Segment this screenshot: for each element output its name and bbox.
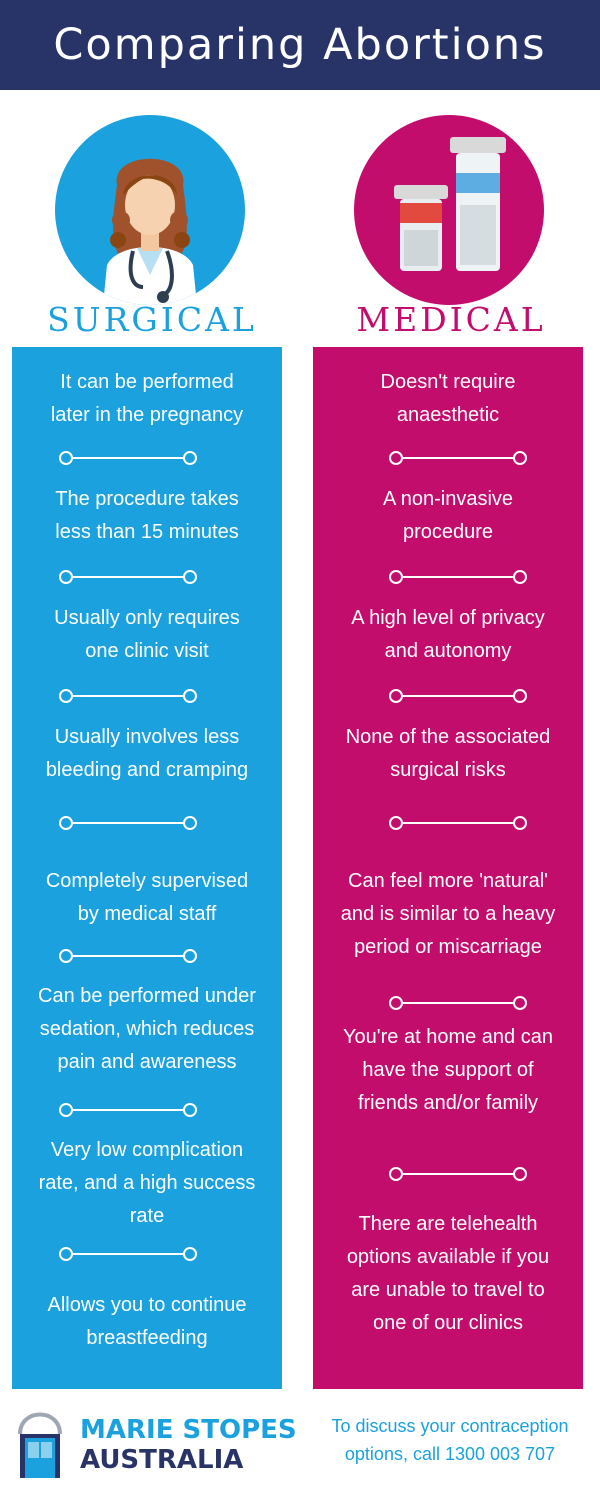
contact-line1: To discuss your contraception	[331, 1416, 569, 1436]
surgical-item: Completely supervised by medical staff	[12, 865, 282, 931]
surgical-item-line: later in the pregnancy	[50, 404, 244, 426]
surgical-item-line: Usually involves less	[54, 726, 240, 748]
surgical-item-line: Completely supervised	[45, 870, 249, 892]
medical-item-line: options available if you	[346, 1246, 550, 1268]
surgical-item: Usually involves less bleeding and crampi…	[12, 721, 282, 787]
divider-icon	[389, 816, 527, 830]
divider-icon	[389, 570, 527, 584]
surgical-item-line: rate, and a high success	[38, 1172, 256, 1194]
medical-item-line: Doesn't require	[380, 371, 516, 393]
brand-line1: MARIE STOPES	[80, 1415, 297, 1445]
divider-icon	[59, 816, 197, 830]
contact-line2: options, call 1300 003 707	[344, 1444, 556, 1464]
doctor-icon	[55, 115, 245, 305]
medical-item-line: and autonomy	[384, 640, 512, 662]
surgical-item: Very low complication rate, and a high su…	[12, 1134, 282, 1233]
surgical-item-line: Very low complication	[50, 1139, 244, 1161]
medical-item-line: period or miscarriage	[354, 936, 542, 958]
medical-item-line: anaesthetic	[396, 404, 500, 426]
brand-line2: AUSTRALIA	[80, 1445, 244, 1475]
brand-name: MARIE STOPES AUSTRALIA	[80, 1415, 297, 1475]
medical-item-line: Can feel more 'natural'	[348, 870, 548, 892]
surgical-item-line: breastfeeding	[86, 1327, 208, 1349]
divider-icon	[59, 1247, 197, 1261]
divider-icon	[59, 1103, 197, 1117]
surgical-title: SURGICAL	[47, 300, 257, 339]
divider-icon	[389, 1167, 527, 1181]
divider-icon	[389, 689, 527, 703]
pill-bottles-icon	[354, 115, 544, 305]
medical-item-line: one of our clinics	[372, 1312, 524, 1334]
surgical-item-line: Usually only requires	[54, 607, 240, 629]
medical-item-line: There are telehealth	[358, 1213, 538, 1235]
divider-icon	[59, 451, 197, 465]
surgical-item: Usually only requires one clinic visit	[12, 602, 282, 668]
medical-item-line: procedure	[402, 521, 494, 543]
medical-item: There are telehealth options available if…	[313, 1208, 583, 1340]
surgical-item-line: bleeding and cramping	[45, 759, 249, 781]
medical-item: Can feel more 'natural' and is similar to…	[313, 865, 583, 964]
surgical-item-line: The procedure takes	[55, 488, 239, 510]
contact-text: To discuss your contraception options, c…	[305, 1412, 595, 1468]
surgical-item-line: one clinic visit	[85, 640, 209, 662]
surgical-item-line: by medical staff	[77, 903, 217, 925]
medical-item-line: A non-invasive	[382, 488, 514, 510]
medical-item-line: You're at home and can	[343, 1026, 553, 1048]
divider-icon	[389, 451, 527, 465]
divider-icon	[59, 570, 197, 584]
surgical-item-line: rate	[129, 1205, 165, 1227]
surgical-item-line: Allows you to continue	[47, 1294, 247, 1316]
surgical-item-line: sedation, which reduces	[39, 1018, 255, 1040]
surgical-item: Can be performed under sedation, which re…	[12, 980, 282, 1079]
medical-item-line: A high level of privacy	[351, 607, 545, 629]
divider-icon	[59, 949, 197, 963]
medical-panel: Doesn't require anaesthetic A non-invasive…	[313, 347, 583, 1389]
surgical-item-line: less than 15 minutes	[55, 521, 239, 543]
surgical-item-line: It can be performed	[60, 371, 234, 393]
medical-item-line: friends and/or family	[357, 1092, 539, 1114]
surgical-panel: It can be performed later in the pregnanc…	[12, 347, 282, 1389]
medical-item-line: and is similar to a heavy	[340, 903, 556, 925]
medical-item: Doesn't require anaesthetic	[313, 366, 583, 432]
surgical-item: The procedure takes less than 15 minutes	[12, 483, 282, 549]
medical-item: None of the associated surgical risks	[313, 721, 583, 787]
medical-item: You're at home and can have the support o…	[313, 1021, 583, 1120]
medical-item-line: have the support of	[362, 1059, 534, 1081]
divider-icon	[389, 996, 527, 1010]
page-title: Comparing Abortions	[0, 0, 600, 90]
surgical-item-line: pain and awareness	[57, 1051, 237, 1073]
medical-item-line: None of the associated	[345, 726, 551, 748]
surgical-item-line: Can be performed under	[38, 985, 256, 1007]
divider-icon	[59, 689, 197, 703]
surgical-item: It can be performed later in the pregnanc…	[12, 366, 282, 432]
surgical-item: Allows you to continue breastfeeding	[12, 1289, 282, 1355]
medical-item-line: surgical risks	[390, 759, 506, 781]
medical-title: MEDICAL	[356, 300, 546, 339]
medical-item: A non-invasive procedure	[313, 483, 583, 549]
medical-item-line: are unable to travel to	[351, 1279, 545, 1301]
medical-item: A high level of privacy and autonomy	[313, 602, 583, 668]
door-logo-icon	[17, 1402, 63, 1478]
